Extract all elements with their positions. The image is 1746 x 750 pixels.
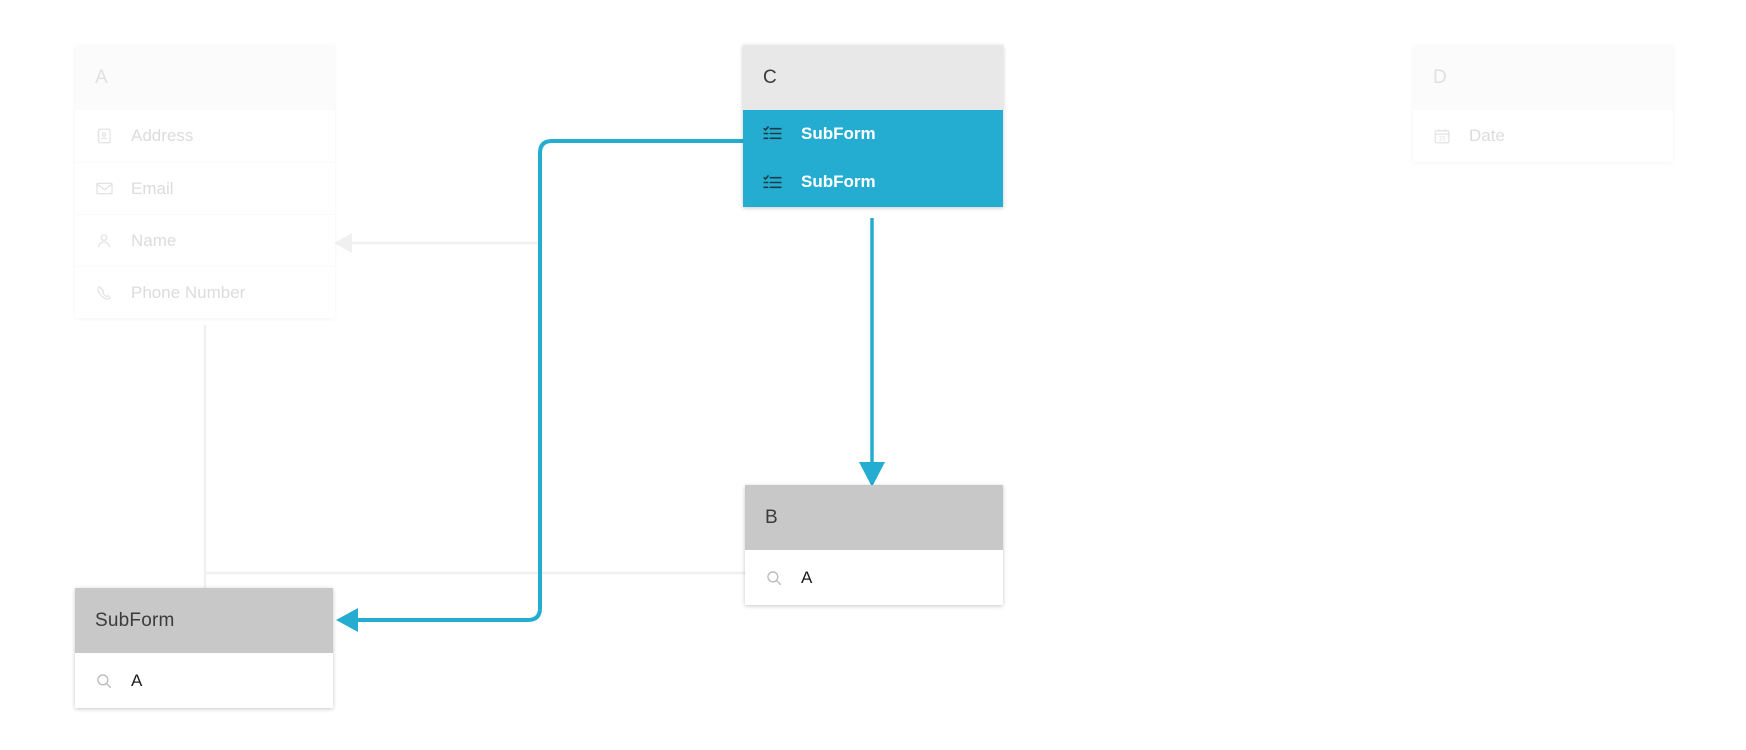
card-a-row-name[interactable]: Name xyxy=(75,214,335,266)
card-a-row-phone[interactable]: Phone Number xyxy=(75,266,335,318)
card-subform[interactable]: SubForm A xyxy=(75,588,333,708)
card-a[interactable]: A Address xyxy=(75,45,335,318)
card-c-row-subform-2-label: SubForm xyxy=(801,172,876,191)
card-a-row-email-label: Email xyxy=(131,178,174,198)
connector-c-to-b-arrowhead xyxy=(859,462,885,487)
card-subform-title: SubForm xyxy=(95,609,175,631)
card-a-row-address-label: Address xyxy=(131,126,194,145)
card-b-body: A xyxy=(745,550,1003,605)
card-a-title: A xyxy=(95,66,108,88)
search-icon xyxy=(93,670,115,692)
card-a-row-phone-label: Phone Number xyxy=(131,282,246,302)
card-d-header[interactable]: D xyxy=(1413,45,1673,110)
card-b-header[interactable]: B xyxy=(745,485,1003,550)
envelope-icon xyxy=(93,178,115,200)
card-d-body: 15 Date xyxy=(1413,110,1673,162)
card-d[interactable]: D 15 Date xyxy=(1413,45,1673,162)
checklist-icon xyxy=(761,123,783,145)
card-d-title: D xyxy=(1433,66,1447,88)
card-c[interactable]: C SubForm xyxy=(743,45,1003,207)
card-c-row-subform-2[interactable]: SubForm xyxy=(743,157,1003,207)
svg-text:15: 15 xyxy=(1439,137,1446,143)
phone-icon xyxy=(93,282,115,304)
card-d-row-date-label: Date xyxy=(1469,126,1505,145)
card-subform-body: A xyxy=(75,653,333,708)
card-a-row-address[interactable]: Address xyxy=(75,110,335,162)
calendar-icon: 15 xyxy=(1431,125,1453,147)
card-subform-row-a-label: A xyxy=(131,670,143,690)
user-icon xyxy=(93,230,115,252)
card-subform-row-a[interactable]: A xyxy=(75,653,333,708)
card-c-row-subform-1[interactable]: SubForm xyxy=(743,110,1003,157)
card-c-title: C xyxy=(763,66,777,88)
checklist-icon xyxy=(761,171,783,193)
card-a-body: Address Email Name xyxy=(75,110,335,318)
card-c-row-subform-1-label: SubForm xyxy=(801,123,876,143)
card-a-row-name-label: Name xyxy=(131,230,177,250)
card-b-row-a-label: A xyxy=(801,567,813,587)
card-b-row-a[interactable]: A xyxy=(745,550,1003,605)
search-icon xyxy=(763,567,785,589)
card-a-row-email[interactable]: Email xyxy=(75,162,335,214)
card-a-header[interactable]: A xyxy=(75,45,335,110)
card-b-title: B xyxy=(765,506,778,528)
card-b[interactable]: B A xyxy=(745,485,1003,605)
address-book-icon xyxy=(93,125,115,147)
connector-to-a-name-arrowhead xyxy=(334,233,352,253)
card-c-body: SubForm SubForm xyxy=(743,110,1003,207)
connector-c-to-subform-arrowhead xyxy=(336,608,358,632)
card-c-header[interactable]: C xyxy=(743,45,1003,110)
connector-c-to-subform xyxy=(352,139,743,622)
card-subform-header[interactable]: SubForm xyxy=(75,588,333,653)
card-d-row-date[interactable]: 15 Date xyxy=(1413,110,1673,162)
